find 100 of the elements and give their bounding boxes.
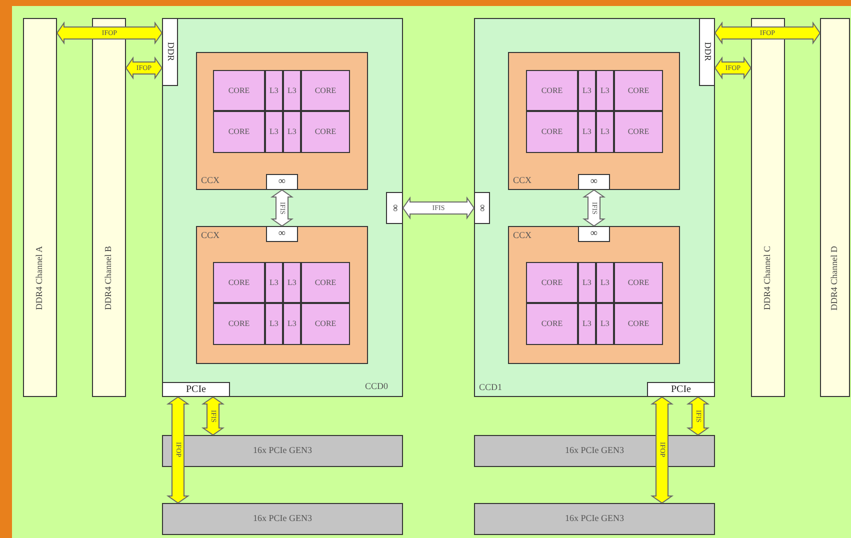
cell-label: L3 xyxy=(288,126,296,138)
double-arrow xyxy=(125,56,163,80)
core-cell xyxy=(526,70,578,111)
cell-label: CORE xyxy=(628,84,650,96)
cell-label: L3 xyxy=(582,126,592,138)
channel-label: DDR4 Channel C xyxy=(761,246,774,310)
core-cell xyxy=(265,262,283,303)
controller-label: PCIe xyxy=(186,384,206,394)
double-arrow xyxy=(582,189,606,227)
fabric-port-box xyxy=(266,174,298,190)
core-cell xyxy=(213,303,265,345)
cell-label: L3 xyxy=(582,84,592,96)
cell-label: CORE xyxy=(541,318,563,330)
cell-label: L3 xyxy=(600,318,610,330)
fabric-port-box xyxy=(578,174,610,190)
double-arrow xyxy=(714,56,752,80)
die-box xyxy=(474,18,715,397)
cell-label: CORE xyxy=(314,318,336,330)
cell-label: CORE xyxy=(228,276,250,288)
lanes-label: 16x PCIe GEN3 xyxy=(565,512,624,526)
cell-label: L3 xyxy=(270,318,278,330)
controller-label: DDR xyxy=(702,42,714,62)
core-cell xyxy=(283,303,301,345)
cell-label: CORE xyxy=(628,276,650,288)
channel-label: DDR4 Channel A xyxy=(33,246,46,310)
core-cell xyxy=(213,262,265,303)
complex-label: CCX xyxy=(201,229,220,242)
memory-channel-bar xyxy=(751,18,785,397)
memory-channel-bar xyxy=(820,18,850,397)
core-cell xyxy=(614,262,663,303)
die-box xyxy=(162,18,403,397)
cell-label: CORE xyxy=(541,276,563,288)
fabric-port-box xyxy=(386,192,403,224)
double-arrow xyxy=(270,189,294,227)
core-cell xyxy=(578,262,596,303)
core-cell xyxy=(283,111,301,153)
double-arrow xyxy=(402,196,475,220)
core-cell xyxy=(578,111,596,153)
complex-label: CCX xyxy=(513,174,532,186)
core-cell xyxy=(283,262,301,303)
cell-label: L3 xyxy=(600,84,610,96)
core-cell xyxy=(526,262,578,303)
cell-label: L3 xyxy=(600,126,610,138)
core-cell xyxy=(596,303,614,345)
core-cell xyxy=(265,303,283,345)
lanes-label: 16x PCIe GEN3 xyxy=(253,512,312,526)
double-arrow xyxy=(686,396,710,436)
channel-label: DDR4 Channel B xyxy=(102,246,114,310)
pcie-controller-box xyxy=(162,382,230,397)
core-cell xyxy=(301,303,350,345)
cell-label: CORE xyxy=(228,84,250,96)
cell-label: L3 xyxy=(288,276,296,288)
lanes-label: 16x PCIe GEN3 xyxy=(565,444,624,458)
core-cell xyxy=(526,303,578,345)
controller-label: DDR xyxy=(164,42,177,62)
die-label: CCD1 xyxy=(479,380,502,394)
double-arrow xyxy=(714,21,821,45)
cell-label: CORE xyxy=(541,84,563,96)
port-symbol: ∞ xyxy=(477,204,487,212)
core-cell xyxy=(301,111,350,153)
complex-label: CCX xyxy=(201,174,220,186)
complex-label: CCX xyxy=(513,229,532,242)
pcie-lanes-bar xyxy=(474,503,715,535)
double-arrow xyxy=(201,396,225,436)
core-cell xyxy=(614,303,663,345)
pcie-lanes-bar xyxy=(162,435,403,467)
core-complex-box xyxy=(508,226,680,364)
cell-label: CORE xyxy=(628,126,650,138)
channel-label: DDR4 Channel D xyxy=(828,246,840,310)
pcie-controller-box xyxy=(647,382,715,397)
core-cell xyxy=(596,111,614,153)
core-cell xyxy=(596,262,614,303)
double-arrow xyxy=(166,396,190,504)
cell-label: L3 xyxy=(270,126,278,138)
cell-label: L3 xyxy=(582,276,592,288)
cell-label: L3 xyxy=(600,276,610,288)
cell-label: L3 xyxy=(582,318,592,330)
pcie-lanes-bar xyxy=(162,503,403,535)
core-cell xyxy=(301,262,350,303)
controller-label: PCIe xyxy=(671,384,691,394)
cell-label: CORE xyxy=(314,126,336,138)
core-cell xyxy=(283,70,301,111)
cell-label: CORE xyxy=(314,84,336,96)
cell-label: L3 xyxy=(288,84,296,96)
fabric-port-box xyxy=(474,192,490,224)
port-symbol: ∞ xyxy=(590,229,598,239)
double-arrow xyxy=(650,396,674,504)
cell-label: L3 xyxy=(270,84,278,96)
memory-channel-bar xyxy=(23,18,57,397)
lanes-label: 16x PCIe GEN3 xyxy=(253,444,312,458)
port-symbol: ∞ xyxy=(390,204,400,212)
memory-controller-box xyxy=(162,18,178,86)
core-cell xyxy=(614,111,663,153)
core-cell xyxy=(301,70,350,111)
core-cell xyxy=(265,70,283,111)
cell-label: L3 xyxy=(270,276,278,288)
double-arrow xyxy=(56,21,163,45)
cell-label: CORE xyxy=(228,126,250,138)
cell-label: L3 xyxy=(288,318,296,330)
port-symbol: ∞ xyxy=(590,177,598,187)
